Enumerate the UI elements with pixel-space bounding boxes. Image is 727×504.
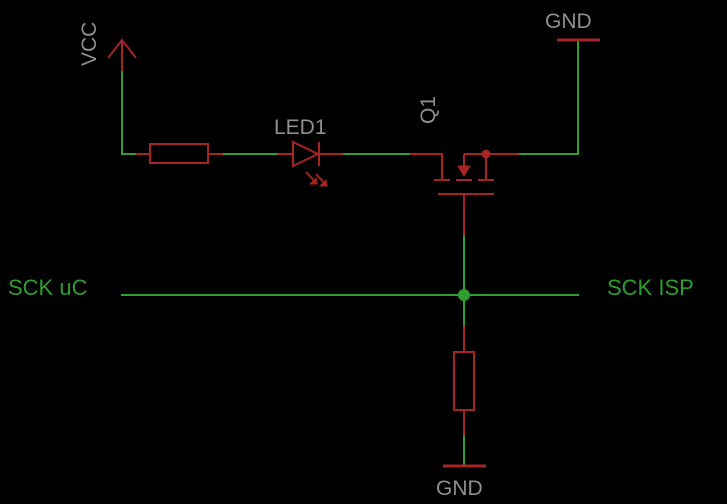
led1-diode (278, 140, 344, 187)
wire-transistor-gnd-top (519, 41, 579, 155)
net-label-sck-isp: SCK ISP (607, 275, 694, 300)
series-resistor (136, 143, 224, 164)
q1-transistor (410, 149, 520, 236)
wire-vcc-resistor (121, 71, 151, 155)
net-label-sck-uc: SCK uC (8, 275, 88, 300)
vcc-supply (107, 38, 137, 72)
q1-label: Q1 (417, 96, 440, 124)
led1-label: LED1 (274, 116, 327, 139)
junction-dot (458, 289, 470, 301)
vcc-label: VCC (78, 22, 101, 66)
gnd-bottom-label: GND (436, 477, 483, 500)
pulldown-resistor (453, 326, 475, 436)
gnd-top-label: GND (545, 10, 592, 33)
